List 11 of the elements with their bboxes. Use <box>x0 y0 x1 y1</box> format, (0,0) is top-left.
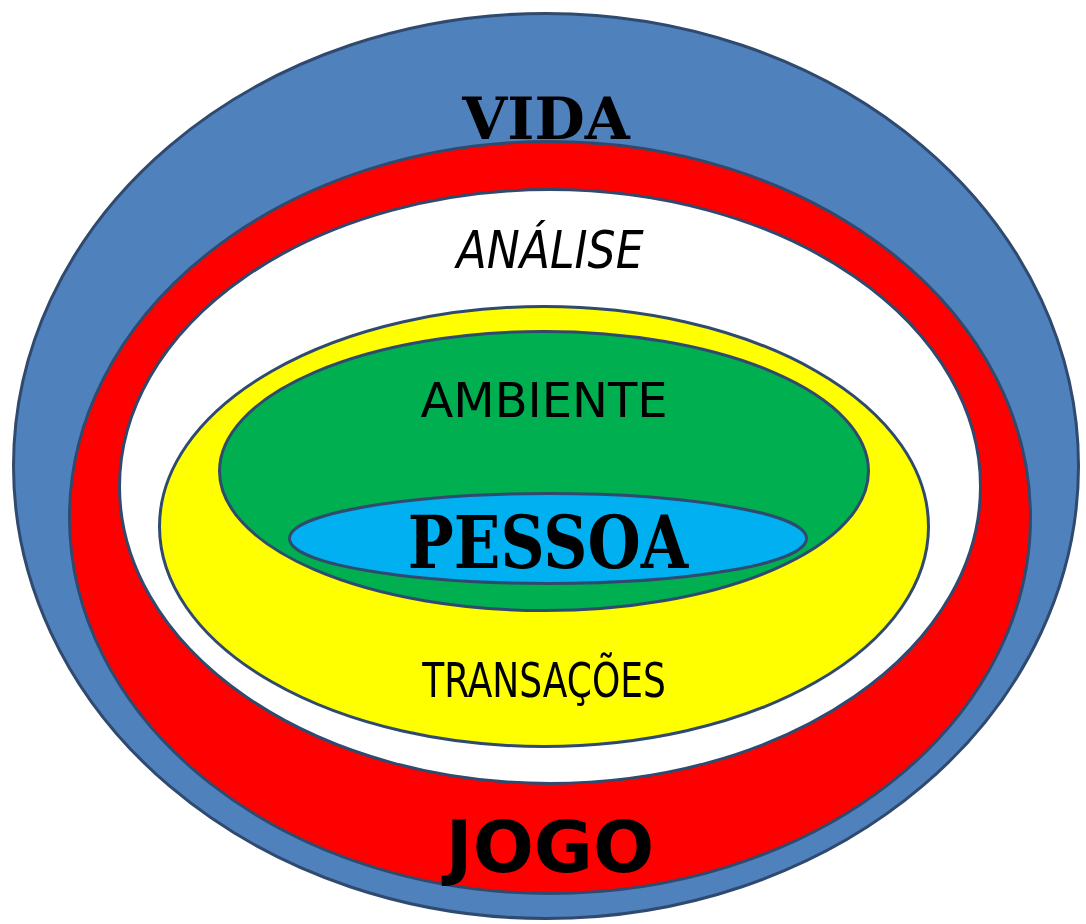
region-label: ANÁLISE <box>456 220 644 280</box>
ring-band <box>68 140 1032 895</box>
region-label: PESSOA <box>407 500 689 585</box>
outer-ellipse <box>12 12 1080 920</box>
ellipse-region <box>218 330 870 612</box>
region-label: AMBIENTE <box>420 372 668 428</box>
ring-band <box>158 305 930 748</box>
region-label: VIDA <box>462 85 630 153</box>
center-ellipse <box>288 492 808 585</box>
region-label: TRANSAÇÕES <box>422 652 666 708</box>
ring-band <box>118 188 982 785</box>
